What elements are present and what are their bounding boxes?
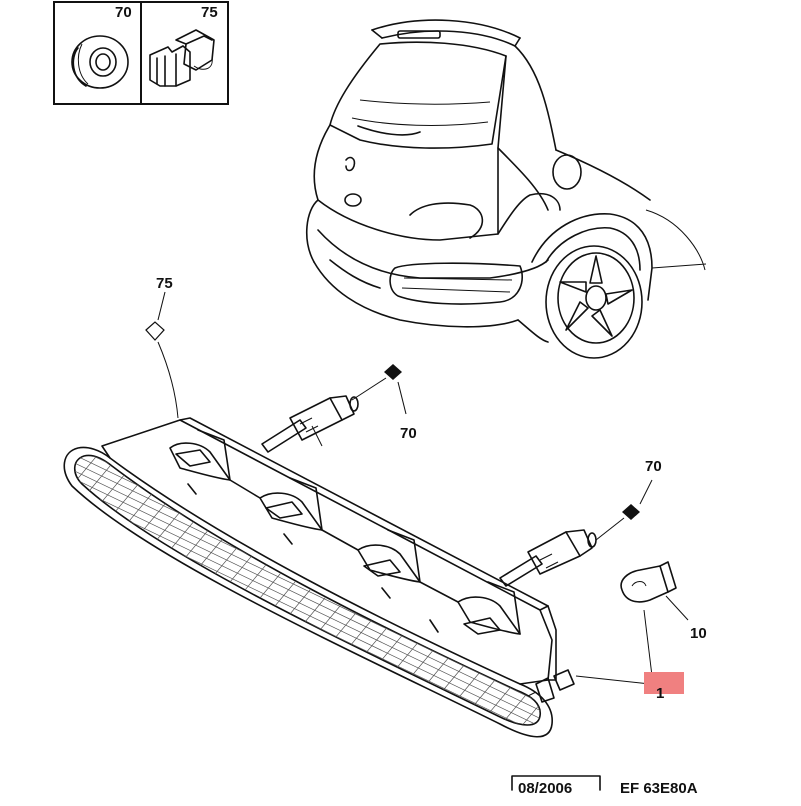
car-wheel bbox=[545, 245, 643, 359]
highlight-box bbox=[644, 672, 684, 694]
clip-icon bbox=[149, 29, 215, 87]
callout-10: 10 bbox=[690, 625, 707, 642]
lens bbox=[63, 446, 553, 738]
connector-pins bbox=[527, 669, 575, 703]
lens-grid bbox=[74, 455, 541, 725]
callout-70-upper: 70 bbox=[400, 425, 417, 442]
callout-75: 75 bbox=[156, 275, 173, 292]
grommet-marker-right bbox=[622, 504, 640, 520]
mounting-stud-right bbox=[499, 529, 597, 587]
leader-lines bbox=[157, 291, 689, 685]
car-illustration bbox=[305, 19, 707, 359]
brake-light-assembly bbox=[63, 395, 597, 738]
callout-70-right: 70 bbox=[645, 458, 662, 475]
inset-label-70: 70 bbox=[115, 4, 132, 21]
inset-label-75: 75 bbox=[201, 4, 218, 21]
inset-box-clip: 75 bbox=[140, 1, 229, 105]
callout-1: 1 bbox=[656, 685, 664, 702]
inset-box-grommet: 70 bbox=[53, 1, 142, 105]
clip-marker bbox=[145, 321, 165, 341]
grommet-icon bbox=[71, 35, 129, 89]
third-brake-light-on-car bbox=[397, 30, 441, 39]
mounting-stud-left bbox=[261, 395, 359, 453]
reflector-cups bbox=[169, 429, 521, 635]
footer-date: 08/2006 bbox=[518, 780, 572, 797]
grommet-marker-upper bbox=[384, 364, 402, 380]
footer-code: EF 63E80A bbox=[620, 780, 698, 797]
footer: 08/2006 EF 63E80A bbox=[511, 775, 698, 797]
bulb bbox=[620, 561, 677, 603]
